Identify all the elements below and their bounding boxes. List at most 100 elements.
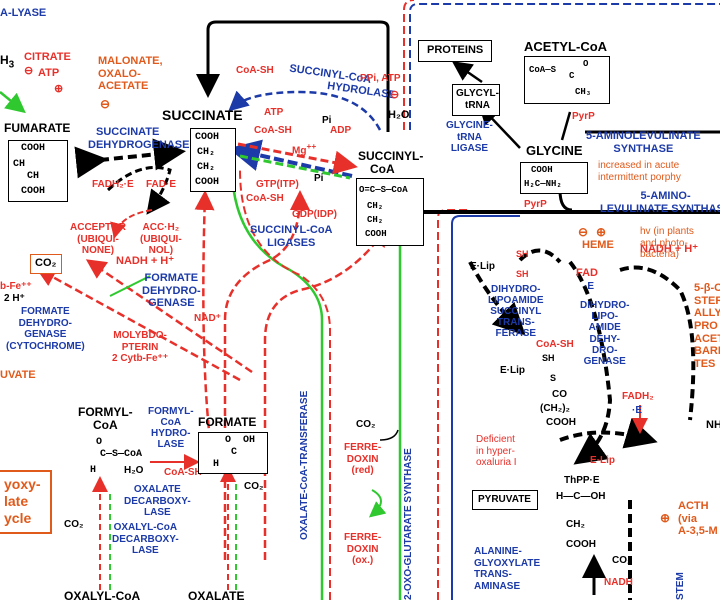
label-adp: ADP (330, 125, 352, 136)
citrate-minus-icon: ⊖ (24, 65, 34, 77)
glycyl-trna-box: GLYCYL-tRNA (452, 84, 500, 116)
label-mg: Mg++ (292, 141, 317, 157)
label-h2o-formyl: H₂O (124, 465, 144, 476)
label-co2-thpp: CO₂ (612, 555, 632, 566)
label-acetyl-coa: ACETYL-CoA (524, 39, 608, 54)
label-h-c-oh: H—C—OH (556, 491, 606, 502)
label-h2o-top: H₂O (388, 109, 410, 121)
label-coash-formyl: CoA-SH (164, 467, 202, 478)
arrow-ligase-green (239, 154, 351, 180)
label-nadh-bottom: NADH (604, 577, 633, 588)
label-pi-2: Pi (314, 173, 324, 184)
label-acceptor: ACCEPTOR(UBIQUI-NONE) (70, 222, 126, 256)
blue-vertical-line (451, 215, 520, 600)
formyl-o: O (96, 437, 103, 448)
heme-plus-icon: ⊕ (596, 225, 607, 239)
red-up-succinate-1 (194, 190, 215, 441)
label-nadh-lipo: NADH + H⁺ (640, 243, 699, 255)
lipoamide-arrow-1 (468, 261, 526, 336)
glycine-structure-box: COOH H₂C—NH₂ (520, 162, 588, 194)
lipoamide-cycle-right (568, 260, 613, 465)
label-e-lip-thpp: E·Lip (590, 455, 615, 466)
label-oxalate: OXALATE (188, 589, 245, 600)
label-fumarate: FUMARATE (4, 121, 71, 135)
label-coash-top: CoA-SH (236, 65, 274, 76)
label-e-fadh2: ·E (632, 405, 642, 416)
succinate-structure-box: COOH CH₂ CH₂ COOH (190, 128, 236, 192)
label-sh-mid: SH (542, 353, 555, 363)
lipoamide-arrow-2 (518, 248, 562, 264)
co2-box: CO₂ (30, 254, 62, 274)
label-ch2-2: (CH₂)₂ (540, 403, 570, 414)
arrow-hydrolase (228, 90, 382, 131)
label-formyl-coa: FORMYL-CoA (78, 405, 133, 433)
formyl-structure: C—S—CoA (100, 449, 143, 460)
label-pyrp-bottom: PyrP (524, 199, 547, 210)
label-co2-oxalyl: CO₂ (64, 519, 84, 530)
label-coash-ligase: CoA-SH (254, 125, 292, 136)
label-e-lip-mid: E·Lip (500, 365, 525, 376)
succinyl-coa-structure-box: O=C—S—CoA CH₂ CH₂ COOH (356, 178, 424, 246)
label-oxalyl-coa: OXALYL-CoA (64, 589, 141, 600)
label-fadh2-e: FADH₂·E (92, 179, 134, 190)
ferredoxin-arrow (368, 489, 387, 518)
arrow-formate-to-co2-1 (35, 267, 241, 382)
label-co2-formate: CO₂ (244, 481, 264, 492)
ppi-minus-icon: ⊖ (390, 89, 400, 101)
enzyme-oxalate-coa-transferase: OXALATE-CoA-TRANSFERASE (299, 390, 310, 540)
label-nadh-h: NADH + H⁺ (116, 255, 175, 267)
label-cytb-fe: b-Fe⁺⁺ (0, 281, 32, 292)
label-fad-e: FAD·E (146, 179, 176, 190)
fumarate-structure-box: COOH CH CH COOH (8, 140, 68, 202)
label-co2-oxoglut: CO₂ (356, 419, 376, 430)
label-s-mid: S (550, 373, 557, 383)
thpp-arrow (559, 417, 658, 449)
label-coash-ligase-2: CoA-SH (246, 193, 284, 204)
label-e-fad: ·E (584, 281, 594, 292)
label-malonate: MALONATE,OXALO-ACETATE (98, 55, 163, 93)
label-ferredoxin-red: FERRE-DOXIN(red) (344, 442, 382, 476)
formate-structure-box: O OH C H (198, 432, 268, 474)
lipoamide-outer (619, 265, 696, 421)
label-pyrp-top: PyrP (572, 111, 595, 122)
label-cooh-thpp: COOH (566, 539, 596, 550)
label-sterol-fragment: 5-β-CSTERALLYPROACETBARETES (694, 282, 720, 370)
label-fad-lipo: FAD (576, 267, 598, 279)
label-nh-fragment: NH (706, 419, 720, 431)
label-atp-left: ATP (38, 67, 60, 79)
red-vertical-line (437, 209, 470, 600)
acth-plus-icon: ⊕ (660, 511, 671, 525)
label-formate: FORMATE (198, 415, 257, 429)
label-sh-top-2: SH (516, 269, 529, 279)
red-up-succinylcoa (263, 225, 388, 560)
enzyme-lyase: A-LYASE (0, 7, 47, 19)
label-coash-lipo: CoA-SH (536, 339, 574, 350)
red-dashed-top (403, 0, 415, 130)
label-fadh2-lipo: FADH₂ (622, 391, 654, 402)
atp-plus-icon: ⊕ (54, 83, 64, 95)
label-gdp: GDP(IDP) (292, 209, 337, 220)
arrow-succinate-fumarate (74, 138, 186, 179)
label-co-lipo: CO (552, 389, 567, 400)
heme-minus-icon: ⊖ (578, 225, 589, 239)
red-up-succinate-2 (223, 190, 310, 560)
label-nad-plus: NAD⁺ (194, 313, 221, 324)
label-heme: HEME (582, 239, 614, 251)
